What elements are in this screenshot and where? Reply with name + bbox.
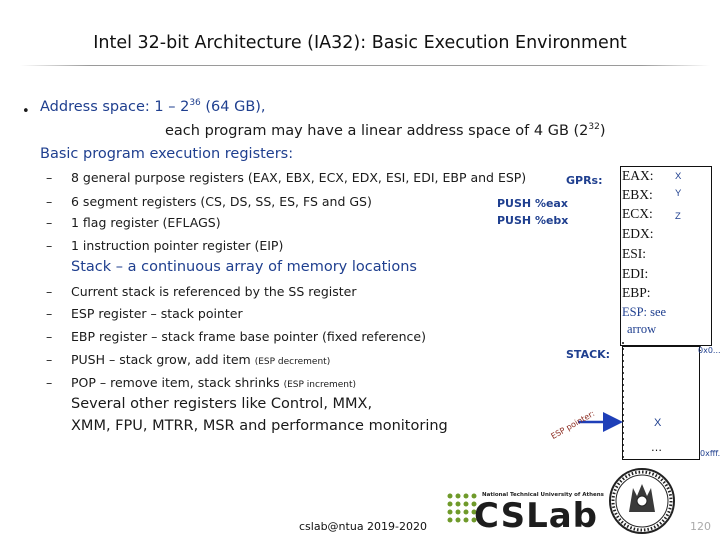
list-item-text: PUSH – stack grow, add item — [71, 352, 255, 367]
register-name-edi: EDI: — [622, 266, 649, 281]
address-top: 0x0... — [698, 346, 720, 355]
page-number: 120 — [690, 520, 711, 533]
bullet-marker: • — [22, 104, 30, 119]
dash-marker: – — [46, 375, 53, 390]
list-item: EBP register – stack frame base pointer … — [71, 329, 426, 344]
list-item: 6 segment registers (CS, DS, SS, ES, FS … — [71, 194, 372, 209]
register-esp-note: arrow — [627, 322, 657, 336]
register-value-eax: X — [675, 171, 682, 182]
cslab-dots-icon — [447, 493, 477, 523]
cslab-logo: National Technical University of Athens … — [444, 490, 604, 536]
linear-address-line: each program may have a linear address s… — [165, 122, 606, 139]
dash-marker: – — [46, 194, 53, 209]
linear-address-suffix: ) — [599, 122, 606, 139]
address-bottom: 0xfff... — [700, 449, 720, 458]
list-item: PUSH – stack grow, add item (ESP decreme… — [71, 352, 330, 367]
slide-title: Intel 32-bit Architecture (IA32): Basic … — [93, 33, 627, 53]
list-item: POP – remove item, stack shrinks (ESP in… — [71, 375, 356, 390]
register-name-ebp: EBP: — [622, 285, 651, 300]
other-registers-line2: XMM, FPU, MTRR, MSR and performance moni… — [71, 418, 448, 434]
register-value-ebx: Y — [675, 188, 682, 199]
code-line-push-eax: PUSH %eax — [497, 197, 568, 210]
register-name-esp: ESP: see — [622, 305, 667, 319]
stack-ellipsis: … — [651, 441, 662, 454]
list-item-text: POP – remove item, stack shrinks — [71, 375, 284, 390]
register-name-ecx: ECX: — [622, 206, 653, 221]
list-item-text: Current stack is referenced by the SS re… — [71, 284, 357, 299]
register-table — [620, 166, 712, 346]
list-item: Current stack is referenced by the SS re… — [71, 284, 356, 299]
dash-marker: – — [46, 238, 53, 253]
register-name-eax: EAX: — [622, 168, 654, 183]
list-item: ESP register – stack pointer — [71, 306, 243, 321]
address-space-prefix: Address space: 1 – 2 — [40, 98, 190, 115]
stack-heading: Stack – a continuous array of memory loc… — [71, 259, 417, 275]
linear-address-exp: 32 — [588, 122, 600, 132]
footer-credit: cslab@ntua 2019-2020 — [299, 520, 428, 533]
address-space-line: Address space: 1 – 236 (64 GB), — [40, 98, 266, 115]
dash-marker: – — [46, 284, 53, 299]
university-seal-icon — [609, 468, 675, 534]
list-item: 1 flag register (EFLAGS) — [71, 215, 221, 230]
list-item: 8 general purpose registers (EAX, EBX, E… — [71, 170, 527, 185]
cslab-wordmark: CSLab — [474, 496, 598, 536]
dash-marker: – — [46, 352, 53, 367]
list-item-note: (ESP increment) — [283, 380, 357, 390]
stack-label: STACK: — [566, 348, 611, 361]
register-value-ecx: Z — [675, 211, 681, 222]
list-item-text: ESP register – stack pointer — [71, 306, 243, 321]
esp-arrow — [578, 412, 623, 432]
address-space-exp: 36 — [189, 98, 201, 108]
register-name-ebx: EBX: — [622, 187, 653, 202]
title-divider — [20, 65, 710, 66]
linear-address-prefix: each program may have a linear address s… — [165, 122, 589, 139]
dash-marker: – — [46, 170, 53, 185]
list-item-text: EBP register – stack frame base pointer … — [71, 329, 426, 344]
stack-dashes — [622, 342, 701, 460]
register-name-edx: EDX: — [622, 226, 654, 241]
cslab-subtext: National Technical University of Athens — [482, 492, 604, 498]
dash-marker: – — [46, 215, 53, 230]
other-registers-line1: Several other registers like Control, MM… — [71, 396, 373, 412]
stack-value: X — [654, 417, 662, 429]
address-space-suffix: (64 GB), — [200, 98, 266, 115]
gprs-label: GPRs: — [566, 174, 603, 187]
register-name-esi: ESI: — [622, 246, 647, 261]
dash-marker: – — [46, 306, 53, 321]
list-item: 1 instruction pointer register (EIP) — [71, 238, 284, 253]
basic-registers-heading: Basic program execution registers: — [40, 146, 294, 162]
code-line-push-ebx: PUSH %ebx — [497, 214, 569, 227]
list-item-note: (ESP decrement) — [254, 357, 331, 367]
dash-marker: – — [46, 329, 53, 344]
cslab-wordmark-text: CSLab — [474, 496, 599, 536]
